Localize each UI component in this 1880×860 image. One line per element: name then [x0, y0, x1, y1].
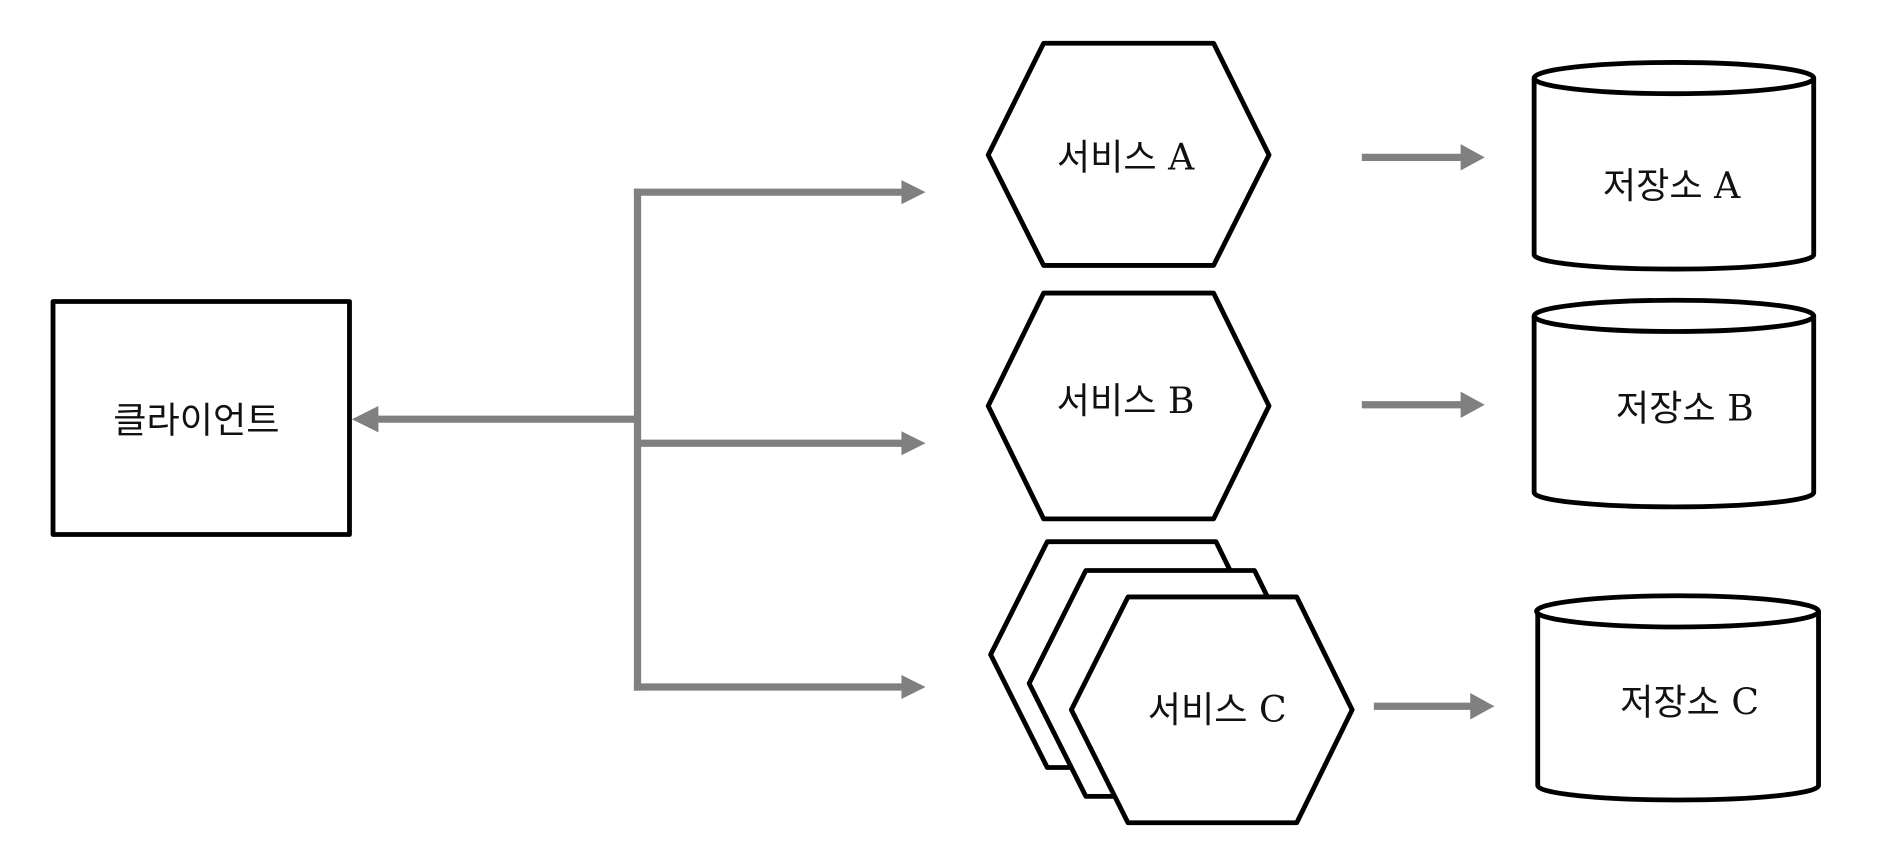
arrowhead-store-a	[1460, 144, 1485, 171]
store-b-cylinder-top	[1531, 297, 1817, 334]
store-c-label: 저장소 C	[1620, 682, 1759, 724]
arrowhead-client	[351, 405, 379, 433]
service-a-label: 서비스 A	[1057, 136, 1195, 178]
service-a-node: 서비스 A	[985, 40, 1272, 268]
service-b-node: 서비스 B	[985, 290, 1272, 522]
store-a-cylinder-top	[1531, 60, 1817, 97]
arrowhead-store-b	[1460, 391, 1485, 418]
service-c-label: 서비스 C	[1148, 689, 1287, 731]
arrowhead-service-b	[901, 431, 926, 456]
store-a-cylinder-body	[1531, 78, 1817, 272]
client-service-connectors	[351, 180, 926, 700]
store-a-label: 저장소 A	[1603, 165, 1741, 207]
client-box	[50, 299, 352, 537]
client-node: 클라이언트	[50, 299, 352, 537]
store-a-node: 저장소 A	[1531, 60, 1817, 272]
arrowhead-store-c	[1470, 693, 1495, 720]
store-b-node: 저장소 B	[1531, 297, 1817, 510]
arrowhead-service-a	[901, 180, 926, 205]
service-c-hexagon	[1068, 594, 1355, 826]
store-b-label: 저장소 B	[1616, 387, 1754, 429]
service-b-label: 서비스 B	[1057, 380, 1195, 422]
store-c-cylinder-top	[1534, 593, 1821, 630]
store-b-cylinder-body	[1531, 315, 1817, 510]
service-b-hexagon	[985, 290, 1272, 522]
service-store-connectors	[1361, 144, 1495, 720]
service-c-node: 서비스 C	[988, 539, 1355, 826]
store-c-cylinder-body	[1535, 611, 1821, 803]
arrowhead-service-c	[901, 675, 926, 700]
client-label: 클라이언트	[113, 399, 279, 441]
store-c-node: 저장소 C	[1534, 593, 1821, 803]
service-a-hexagon	[985, 40, 1272, 268]
